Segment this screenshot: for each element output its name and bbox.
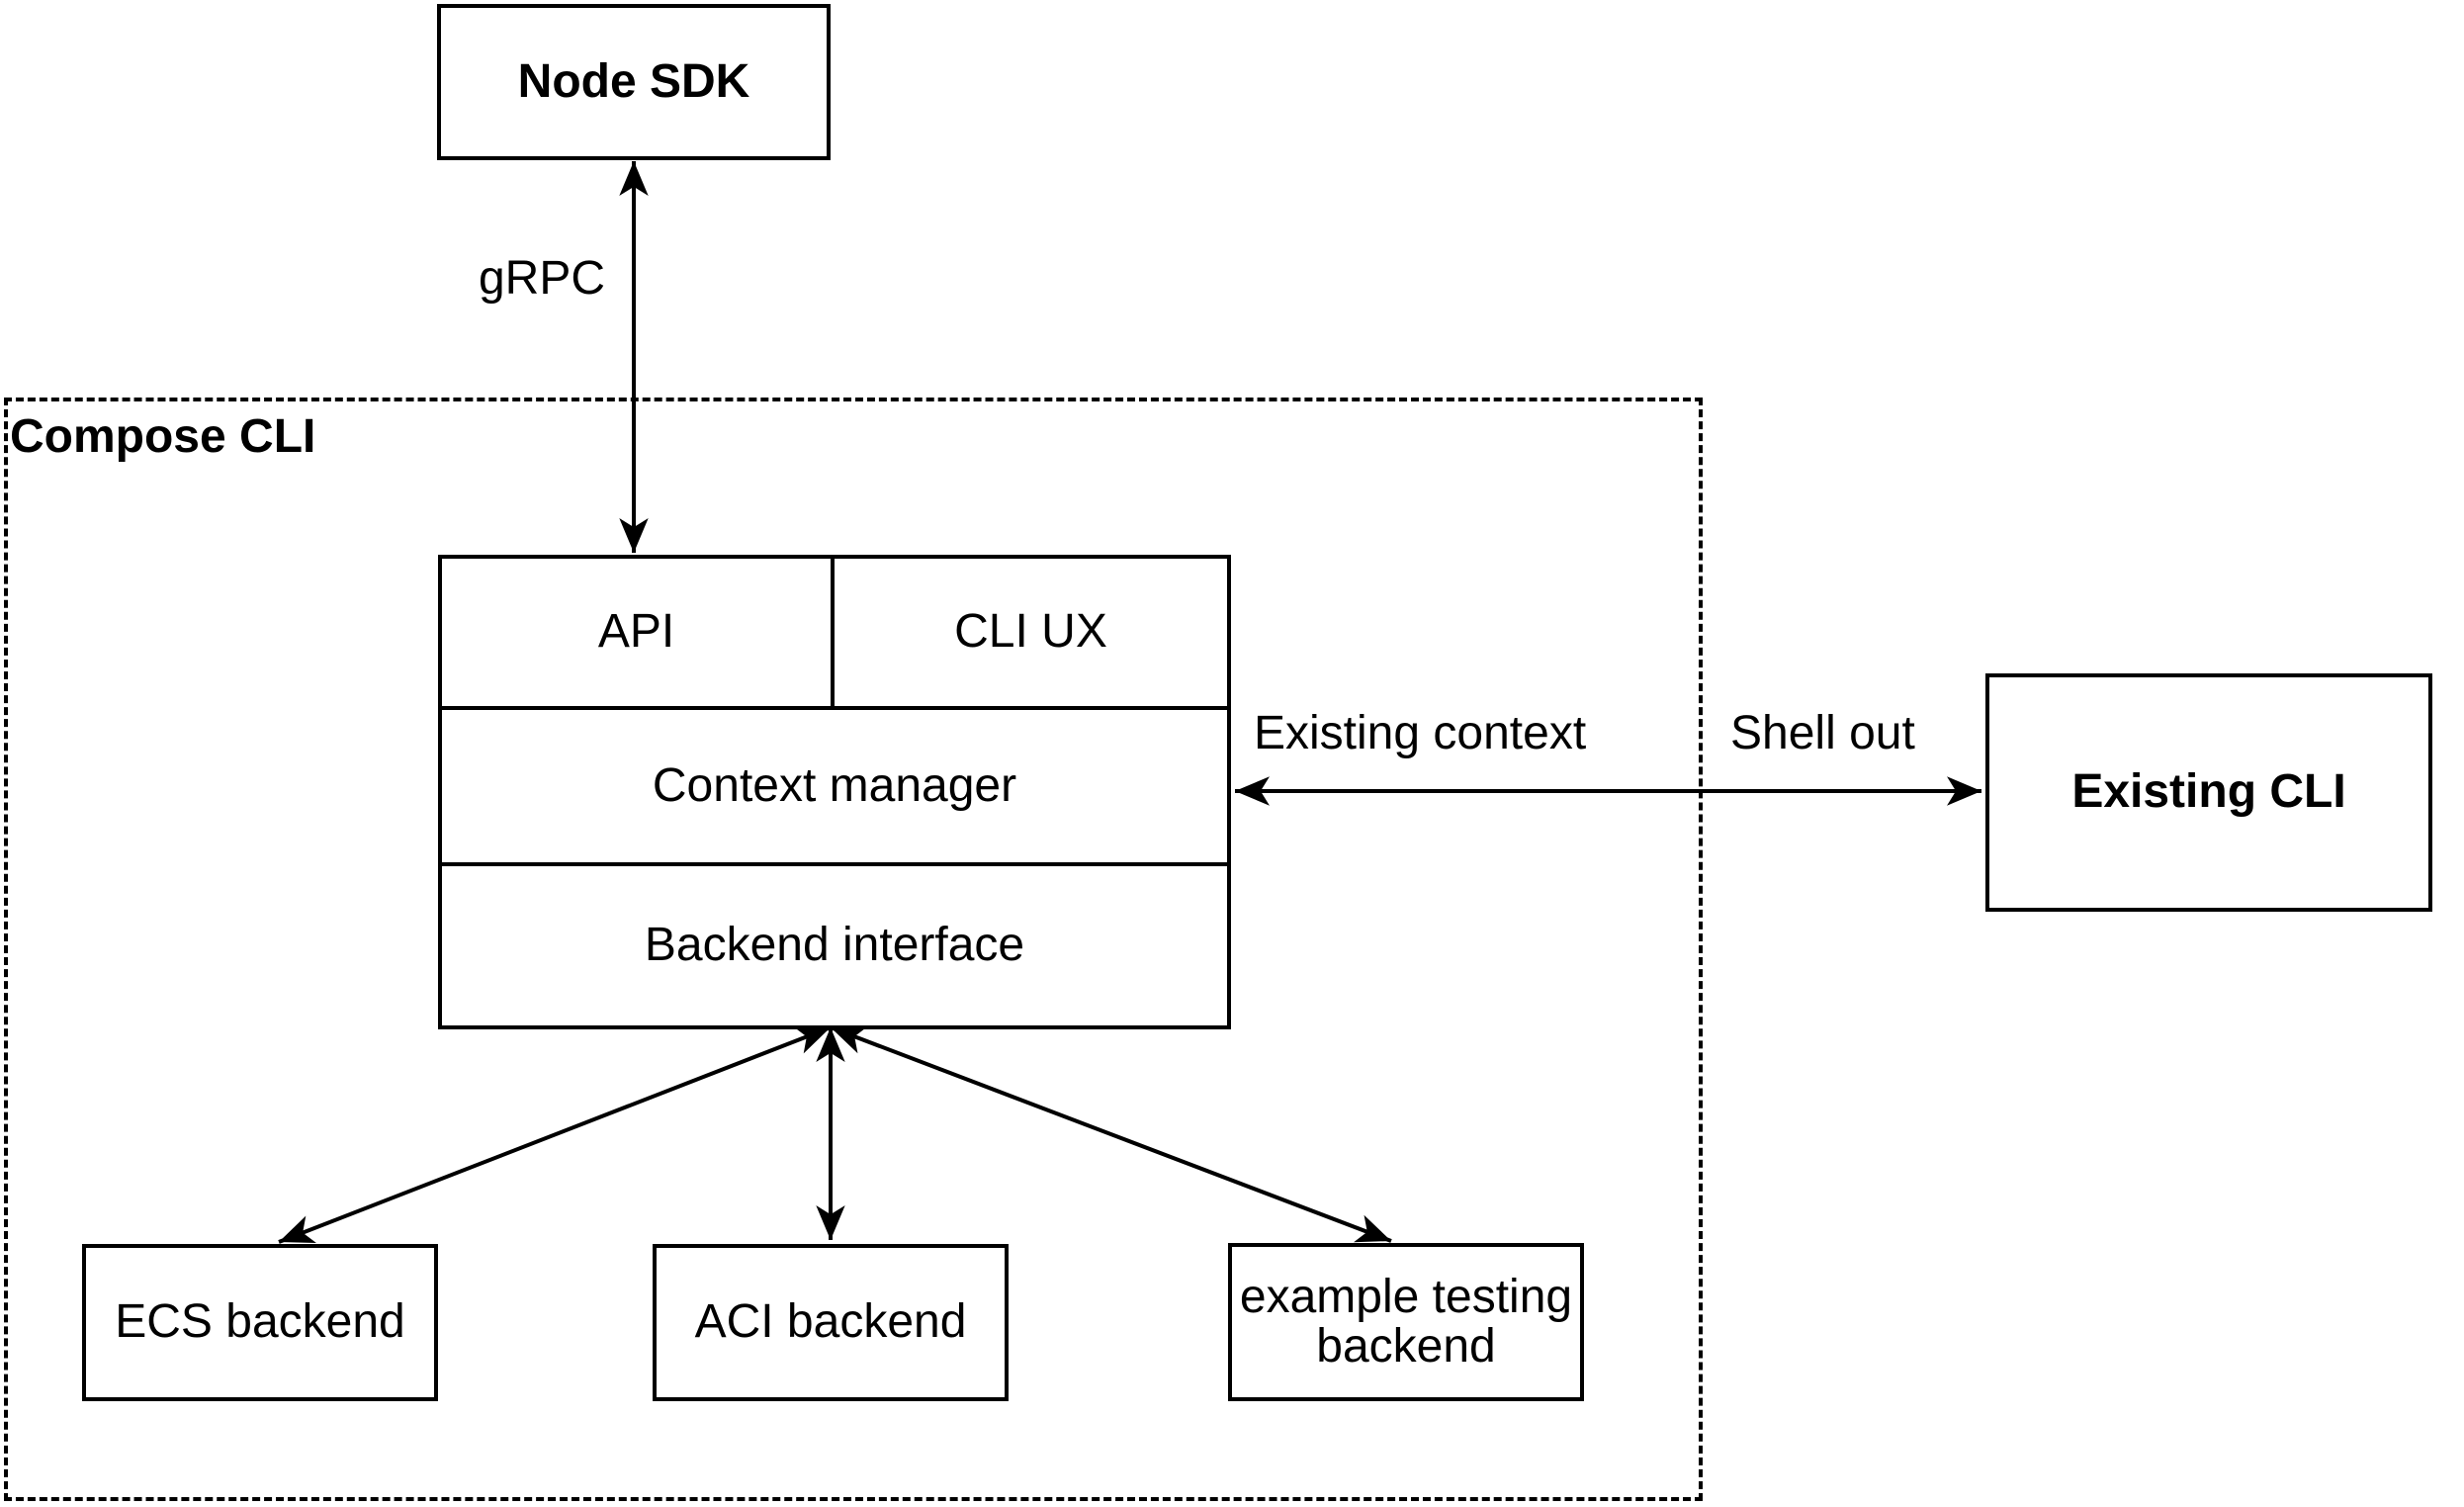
existing-cli-label: Existing CLI	[2071, 765, 2346, 819]
existing-cli-box: Existing CLI	[1985, 673, 2432, 912]
cli-ux-label: CLI UX	[954, 605, 1107, 659]
context-manager-label: Context manager	[652, 758, 1017, 812]
aci-backend-box: ACI backend	[653, 1244, 1009, 1401]
compose-cli-label: Compose CLI	[10, 410, 316, 463]
example-testing-backend-label: example testing backend	[1239, 1270, 1573, 1373]
stack-top-row: API CLI UX	[442, 559, 1227, 710]
aci-backend-label: ACI backend	[694, 1295, 967, 1349]
cli-ux-cell: CLI UX	[835, 559, 1227, 706]
example-testing-backend-box: example testing backend	[1228, 1243, 1584, 1401]
api-cell: API	[442, 559, 835, 706]
grpc-edge-label: gRPC	[478, 252, 605, 305]
api-label: API	[597, 605, 675, 659]
ecs-backend-box: ECS backend	[82, 1244, 438, 1401]
shell-out-edge-label: Shell out	[1730, 707, 1915, 759]
compose-cli-container	[4, 398, 1703, 1501]
backend-interface-label: Backend interface	[644, 919, 1025, 972]
node-sdk-box: Node SDK	[437, 4, 831, 160]
context-manager-cell: Context manager	[442, 710, 1227, 866]
backend-interface-cell: Backend interface	[442, 866, 1227, 1025]
existing-context-edge-label: Existing context	[1254, 707, 1587, 759]
ecs-backend-label: ECS backend	[115, 1295, 405, 1349]
node-sdk-label: Node SDK	[517, 54, 750, 108]
compose-cli-stack: API CLI UX Context manager Backend inter…	[438, 555, 1231, 1029]
